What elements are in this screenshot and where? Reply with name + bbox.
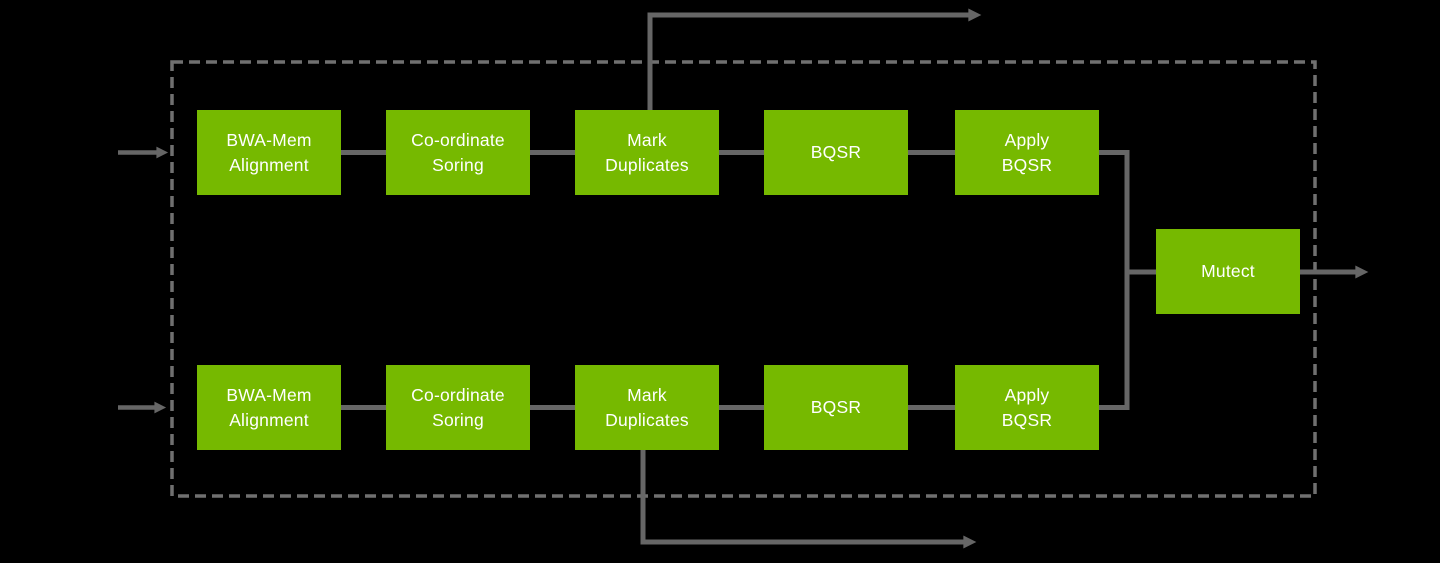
node-apply-bqsr-bottom: Apply BQSR — [955, 365, 1099, 450]
node-coordinate-soring-top: Co-ordinate Soring — [386, 110, 530, 195]
node-bwa-mem-alignment-top: BWA-Mem Alignment — [197, 110, 341, 195]
bottom-branch-arrow — [640, 450, 977, 549]
node-mark-duplicates-top: Mark Duplicates — [575, 110, 719, 195]
node-bwa-mem-alignment-bottom: BWA-Mem Alignment — [197, 365, 341, 450]
merge-elbow-connector — [1099, 150, 1130, 410]
top-branch-arrow — [647, 8, 982, 110]
node-mutect: Mutect — [1156, 229, 1300, 314]
node-mark-duplicates-bottom: Mark Duplicates — [575, 365, 719, 450]
node-coordinate-soring-bottom: Co-ordinate Soring — [386, 365, 530, 450]
node-bqsr-top: BQSR — [764, 110, 908, 195]
node-bqsr-bottom: BQSR — [764, 365, 908, 450]
dashed-boundary — [170, 60, 1317, 498]
node-apply-bqsr-top: Apply BQSR — [955, 110, 1099, 195]
